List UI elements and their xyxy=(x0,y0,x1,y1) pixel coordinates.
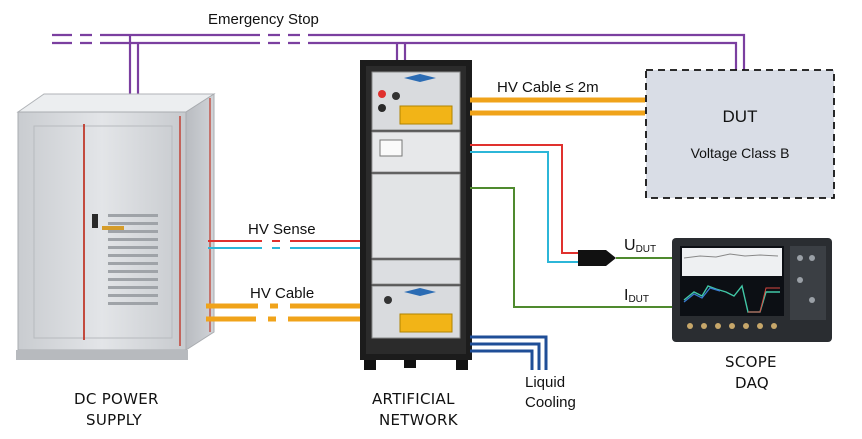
emergency-stop-lines xyxy=(52,33,746,98)
scope-daq-instrument xyxy=(672,238,832,342)
hv-cable-lines xyxy=(206,303,364,322)
artificial-caption-1: ARTIFICIAL xyxy=(372,390,455,408)
i-dut-sub: DUT xyxy=(628,294,649,305)
emergency-stop-label: Emergency Stop xyxy=(208,11,319,28)
hv-cable-2m-label: HV Cable ≤ 2m xyxy=(497,79,599,96)
current-line xyxy=(470,187,680,308)
artificial-network-rack xyxy=(360,60,472,370)
liquid-cooling-label-2: Cooling xyxy=(525,394,576,411)
voltage-probe xyxy=(578,250,680,266)
dc-power-supply-cabinet xyxy=(16,93,216,360)
scope-caption-1: SCOPE xyxy=(725,353,777,371)
voltage-probe-lines xyxy=(470,144,580,263)
dut-title: DUT xyxy=(723,107,758,126)
dut-box xyxy=(645,69,835,199)
hv-sense-lines xyxy=(208,240,364,249)
u-dut-sub: DUT xyxy=(636,244,657,255)
dc-power-caption-1: DC POWER xyxy=(74,390,159,408)
liquid-cooling-lines xyxy=(470,335,548,370)
u-dut-label: UDUT xyxy=(624,237,656,255)
dc-power-caption-2: SUPPLY xyxy=(86,411,142,429)
i-dut-main: I xyxy=(624,287,628,304)
i-dut-label: IDUT xyxy=(624,287,649,305)
dut-subtitle: Voltage Class B xyxy=(691,145,790,161)
scope-caption-2: DAQ xyxy=(735,374,769,392)
hv-cable-dut-lines xyxy=(470,97,645,116)
artificial-caption-2: NETWORK xyxy=(379,411,459,429)
hv-cable-label: HV Cable xyxy=(250,285,314,302)
u-dut-main: U xyxy=(624,237,636,254)
liquid-cooling-label-1: Liquid xyxy=(525,374,565,391)
hv-sense-label: HV Sense xyxy=(248,221,316,238)
